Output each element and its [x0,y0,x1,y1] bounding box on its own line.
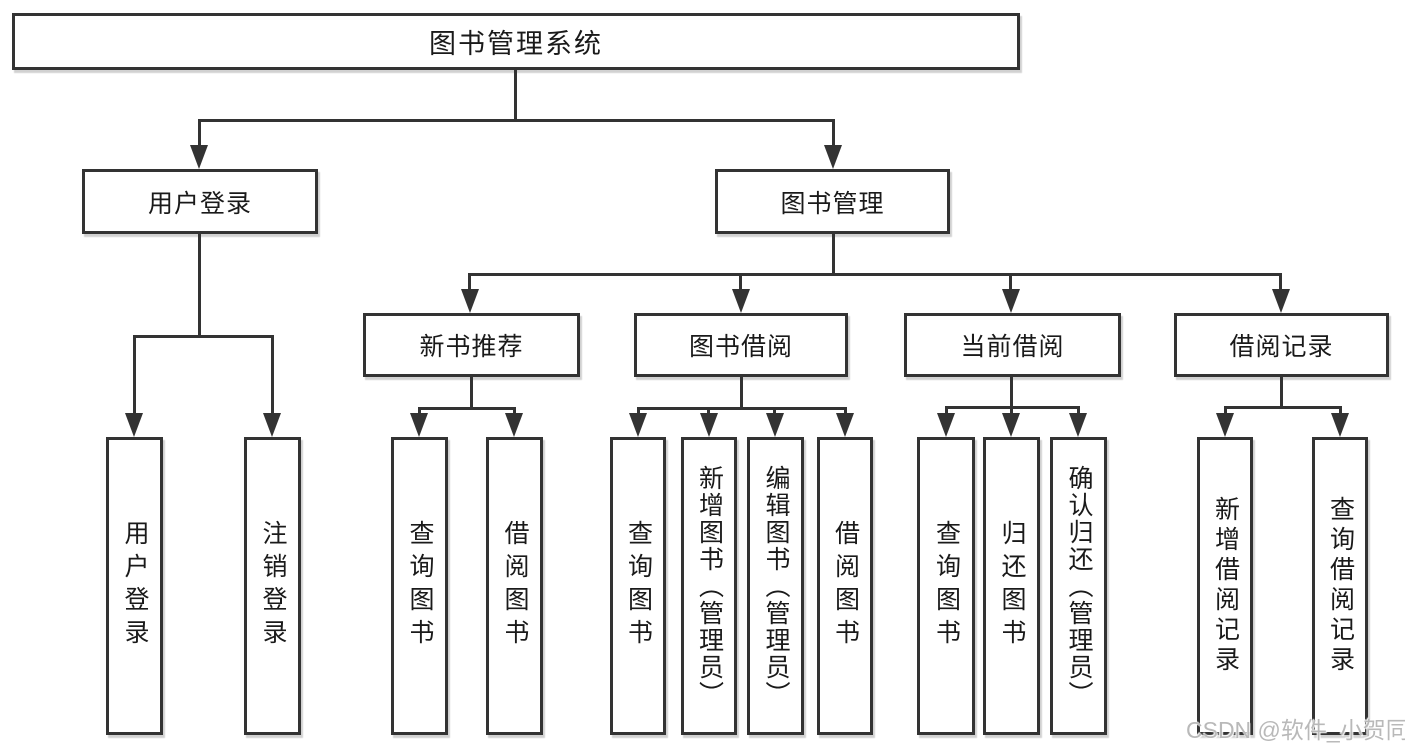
connector-line [1339,406,1342,417]
connector-line [1280,377,1283,406]
node-leaf-query-books-3: 查询图书 [917,437,975,735]
arrow-down-icon [410,413,428,437]
connector-line [133,335,274,338]
connector-line [832,234,835,273]
node-label: 查询图书 [624,520,653,652]
connector-line [740,377,743,407]
connector-line [739,273,742,291]
node-leaf-query-books-2: 查询图书 [610,437,666,735]
connector-line [1224,406,1342,409]
node-leaf-user-login: 用户登录 [106,437,163,735]
arrow-down-icon [461,289,479,313]
node-label: 图书管理系统 [429,29,603,59]
arrow-down-icon [937,413,955,437]
node-current-borrowing: 当前借阅 [904,313,1121,377]
connector-line [271,335,274,415]
connector-line [1077,406,1080,417]
connector-line [418,407,516,410]
node-new-book-recommend: 新书推荐 [363,313,580,377]
arrow-down-icon [1069,413,1087,437]
node-label: 注销登录 [259,520,287,652]
connector-line [198,119,201,149]
node-label: 借阅图书 [831,520,860,652]
connector-line [198,119,835,122]
node-label: 用户登录 [147,189,252,218]
node-label: 借阅记录 [1229,333,1334,361]
arrow-down-icon [263,413,281,437]
csdn-watermark: CSDN @软件_小贺同学 [1186,717,1405,743]
arrow-down-icon [1331,413,1349,437]
node-leaf-confirm-return-admin: 确认归还（管理员） [1050,437,1107,735]
node-leaf-add-book-admin: 新增图书（管理员） [681,437,737,735]
node-label: 编辑图书（管理员） [762,464,790,708]
node-label: 归还图书 [998,520,1026,652]
arrow-down-icon [505,413,523,437]
connector-line [1279,273,1282,291]
node-book-management: 图书管理 [715,169,950,234]
connector-line [133,335,136,415]
node-leaf-edit-book-admin: 编辑图书（管理员） [747,437,804,735]
arrow-down-icon [190,145,208,169]
connector-line [198,234,201,335]
arrow-down-icon [1002,413,1020,437]
node-borrow-records: 借阅记录 [1174,313,1389,377]
node-label: 新增借阅记录 [1211,496,1240,676]
node-leaf-query-books-1: 查询图书 [391,437,448,735]
arrow-down-icon [836,413,854,437]
connector-line [844,407,847,417]
node-label: 新增图书（管理员） [695,464,724,708]
arrow-down-icon [1002,289,1020,313]
connector-line [1010,406,1013,417]
node-label: 图书管理 [780,189,885,218]
node-label: 当前借阅 [960,333,1065,361]
connector-line [832,119,835,149]
connector-line [945,406,948,417]
node-label: 新书推荐 [419,333,524,361]
arrow-down-icon [1216,413,1234,437]
connector-line [514,70,517,119]
connector-line [1010,377,1013,406]
connector-line [773,407,776,417]
node-label: 用户登录 [121,520,149,652]
node-label: 查询图书 [932,520,961,652]
node-user-login: 用户登录 [82,169,318,234]
connector-line [637,407,640,417]
node-leaf-add-borrow-record: 新增借阅记录 [1197,437,1253,735]
node-leaf-borrow-books-2: 借阅图书 [817,437,873,735]
connector-line [513,407,516,417]
connector-line [707,407,710,417]
connector-line [418,407,421,417]
node-label: 确认归还（管理员） [1065,464,1093,708]
node-label: 查询借阅记录 [1326,496,1355,676]
connector-line [470,377,473,407]
node-label: 借阅图书 [501,520,529,652]
connector-line [468,273,471,291]
connector-line [1009,273,1012,291]
arrow-down-icon [125,413,143,437]
arrow-down-icon [1272,289,1290,313]
node-leaf-borrow-books-1: 借阅图书 [486,437,543,735]
arrow-down-icon [629,413,647,437]
arrow-down-icon [824,145,842,169]
node-label: 图书借阅 [688,333,793,361]
node-book-borrowing: 图书借阅 [634,313,848,377]
node-leaf-return-book: 归还图书 [983,437,1040,735]
connector-line [1224,406,1227,417]
node-label: 查询图书 [406,520,434,652]
connector-line [637,407,847,410]
arrow-down-icon [700,413,718,437]
arrow-down-icon [732,289,750,313]
arrow-down-icon [766,413,784,437]
node-leaf-query-borrow-record: 查询借阅记录 [1312,437,1368,735]
node-root: 图书管理系统 [12,13,1020,70]
node-leaf-logout: 注销登录 [244,437,301,735]
connector-line [468,273,1282,276]
